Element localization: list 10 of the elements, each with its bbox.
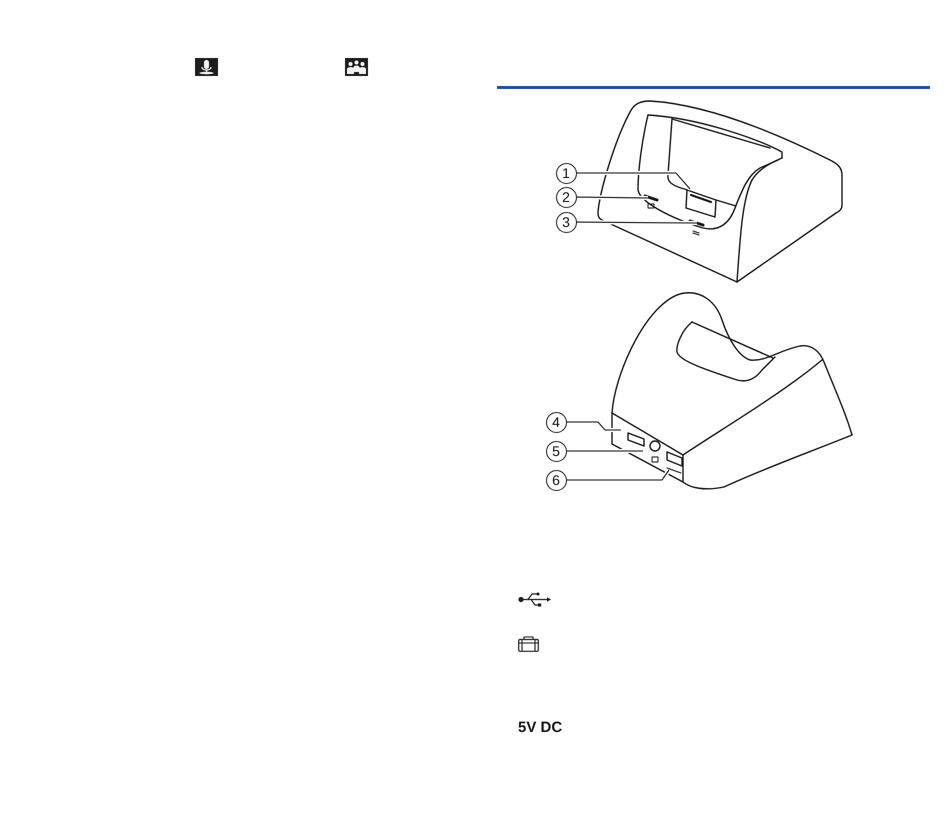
callout-number: 1	[556, 162, 576, 184]
voltage-label: 5V DC	[518, 719, 562, 736]
callout-number: 3	[556, 212, 576, 232]
callout-number: 2	[556, 186, 576, 208]
leader-line	[566, 470, 670, 481]
leader-line	[566, 421, 621, 431]
callout-number: 4	[546, 412, 566, 432]
callout-number: 5	[546, 440, 566, 462]
callout-number: 6	[546, 470, 566, 490]
leader-line	[566, 450, 643, 452]
